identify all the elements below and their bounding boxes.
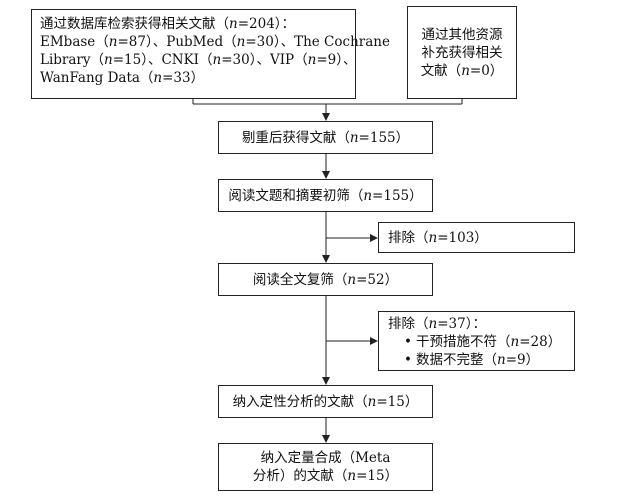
- other-sources-box: 通过其他资源补充获得相关文献（n=0）: [407, 6, 517, 99]
- exclude-2-box: 排除（n=37）： 干预措施不符（n=28）数据不完整（n=9）: [378, 311, 575, 371]
- text-line: 通过其他资源: [421, 26, 503, 43]
- exclusion-reason-item: 干预措施不符（n=28）: [404, 333, 565, 351]
- database-search-text: 通过数据库检索获得相关文献（n=204）： EMbase（n=87）、PubMed…: [40, 15, 390, 87]
- text-line: 纳入定性分析的文献（n=15）: [232, 393, 419, 410]
- dedup-box: 剔重后获得文献（n=155）: [218, 121, 433, 154]
- fulltext-screen-box: 阅读全文复筛（n=52）: [218, 263, 433, 296]
- qualitative-analysis-text: 纳入定性分析的文献（n=15）: [233, 393, 419, 411]
- text-line: 补充获得相关: [421, 44, 503, 61]
- title-abstract-screen-box: 阅读文题和摘要初筛（n=155）: [218, 179, 433, 212]
- text-line: WanFang Data（n=33）: [40, 70, 205, 86]
- database-search-box: 通过数据库检索获得相关文献（n=204）： EMbase（n=87）、PubMed…: [31, 9, 390, 99]
- qualitative-analysis-box: 纳入定性分析的文献（n=15）: [218, 385, 433, 418]
- exclude-1-text: 排除（n=103）: [388, 229, 565, 247]
- text-line: 阅读文题和摘要初筛（n=155）: [228, 187, 423, 204]
- fulltext-screen-text: 阅读全文复筛（n=52）: [253, 271, 398, 289]
- exclude-2-reasons: 干预措施不符（n=28）数据不完整（n=9）: [404, 333, 565, 369]
- text-line: 分析）的文献（n=15）: [252, 468, 399, 484]
- text-line: 剔重后获得文献（n=155）: [241, 129, 410, 146]
- text-line: 纳入定量合成（Meta: [260, 450, 391, 466]
- text-line: 文献（n=0）: [420, 62, 504, 79]
- text-line: EMbase（n=87）、PubMed（n=30）、The Cochrane: [40, 34, 390, 50]
- exclusion-reason-item: 数据不完整（n=9）: [404, 351, 565, 369]
- text-line: 排除（n=103）: [388, 230, 488, 246]
- text-line: 排除（n=37）：: [388, 316, 486, 332]
- other-sources-text: 通过其他资源补充获得相关文献（n=0）: [421, 26, 504, 80]
- text-line: 阅读全文复筛（n=52）: [252, 271, 399, 288]
- exclude-1-box: 排除（n=103）: [378, 222, 575, 253]
- meta-analysis-box: 纳入定量合成（Meta 分析）的文献（n=15）: [218, 443, 433, 491]
- dedup-text: 剔重后获得文献（n=155）: [242, 129, 409, 147]
- title-abstract-screen-text: 阅读文题和摘要初筛（n=155）: [228, 187, 422, 205]
- text-line: Library（n=15）、CNKI（n=30）、VIP（n=9）、: [40, 52, 357, 68]
- exclude-2-text: 排除（n=37）：: [388, 315, 565, 333]
- meta-analysis-text: 纳入定量合成（Meta 分析）的文献（n=15）: [253, 449, 398, 485]
- text-line: 通过数据库检索获得相关文献（n=204）：: [40, 16, 296, 32]
